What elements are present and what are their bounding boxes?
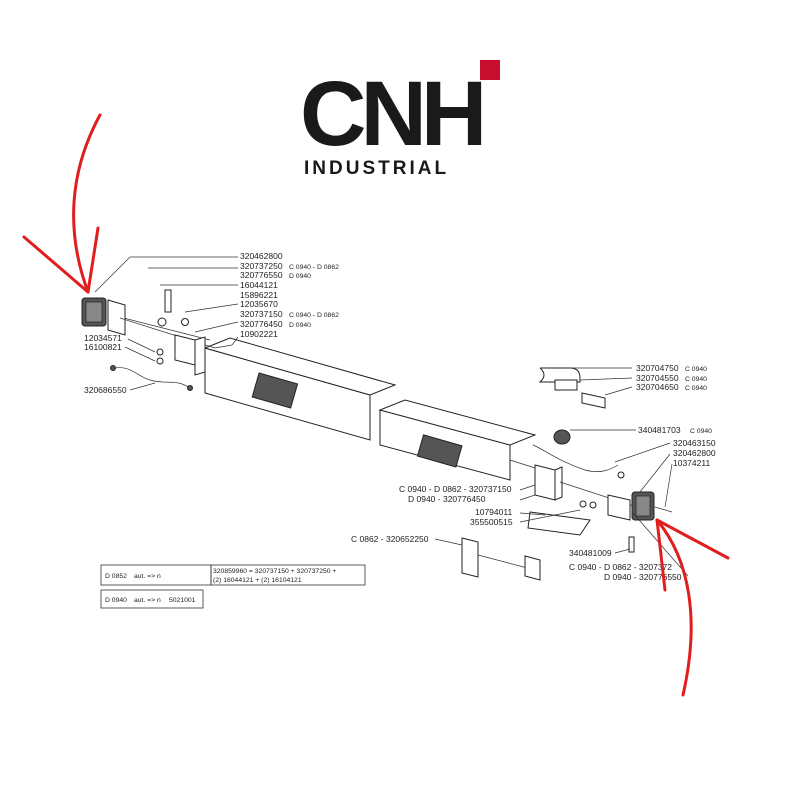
label-320704750-note: C 0940 xyxy=(685,366,707,373)
label-320776550-left: 320776550 xyxy=(240,270,283,280)
label-c0862-320652250: C 0862 - 320652250 xyxy=(351,534,429,544)
label-c0940-d0862-320737150: C 0940 - D 0862 - 320737150 xyxy=(399,484,512,494)
label-340481009: 340481009 xyxy=(569,548,612,558)
left-lamp-assembly xyxy=(81,289,233,391)
label-355500515: 355500515 xyxy=(470,517,513,527)
logo-subtitle: INDUSTRIAL xyxy=(304,158,450,179)
label-d0940-32077655: D 0940 - 320776550 xyxy=(604,572,682,582)
label-320737250: 320737250 xyxy=(240,261,283,271)
note-row1-kit2: (2) 16044121 + (2) 16104121 xyxy=(213,577,302,584)
note-row2-code: aut. => n xyxy=(134,597,161,604)
label-340481703-note: C 0940 xyxy=(690,428,712,435)
label-320704750: 320704750 xyxy=(636,363,679,373)
label-15896221: 15896221 xyxy=(240,290,278,300)
label-320462800-left: 320462800 xyxy=(240,251,283,261)
label-340481703: 340481703 xyxy=(638,425,681,435)
frame-beam xyxy=(111,314,561,481)
cnh-industrial-logo: CNH INDUSTRIAL xyxy=(300,60,505,180)
note-row1-kit: 320859960 = 320737150 + 320737250 + xyxy=(213,568,336,575)
label-12034571: 12034571 xyxy=(84,333,122,343)
label-10902221: 10902221 xyxy=(240,329,278,339)
leader-lines xyxy=(94,256,689,577)
logo-accent-square xyxy=(480,60,500,80)
label-320704550: 320704550 xyxy=(636,373,679,383)
note-row2-model: D 0940 xyxy=(105,597,127,604)
label-320776550-note: D 0940 xyxy=(289,273,311,280)
note-row1-model: D 0852 xyxy=(105,573,127,580)
label-10794011: 10794011 xyxy=(475,507,512,517)
label-320462800-right: 320462800 xyxy=(673,448,716,458)
label-320737250-note: C 0940 - D 0862 xyxy=(289,264,339,271)
label-320737150-left: 320737150 xyxy=(240,309,283,319)
label-320686550: 320686550 xyxy=(84,385,127,395)
note-row1-code: aut. => n xyxy=(134,573,161,580)
label-320737150-note: C 0940 - D 0862 xyxy=(289,312,339,319)
label-320704550-note: C 0940 xyxy=(685,376,707,383)
label-320704650: 320704650 xyxy=(636,382,679,392)
label-320776450-note: D 0940 xyxy=(289,322,311,329)
label-320704650-note: C 0940 xyxy=(685,385,707,392)
label-320463150: 320463150 xyxy=(673,438,716,448)
red-arrow-right xyxy=(655,518,730,697)
label-10374211: 10374211 xyxy=(673,458,710,468)
label-320776450-left: 320776450 xyxy=(240,319,283,329)
notes-table: D 0852 aut. => n 320859960 = 320737150 +… xyxy=(100,564,366,609)
label-16044121: 16044121 xyxy=(240,280,278,290)
right-lamp-assembly xyxy=(461,367,673,581)
logo-wordmark: CNH xyxy=(300,63,487,165)
label-16100821: 16100821 xyxy=(84,342,122,352)
label-12035670: 12035670 xyxy=(240,299,278,309)
label-c0940-d0862-3207372: C 0940 - D 0862 - 3207372 xyxy=(569,562,672,572)
note-row2-serial: 5021001 xyxy=(169,597,196,604)
label-d0940-320776450: D 0940 - 320776450 xyxy=(408,494,486,504)
red-arrow-left xyxy=(22,113,102,294)
